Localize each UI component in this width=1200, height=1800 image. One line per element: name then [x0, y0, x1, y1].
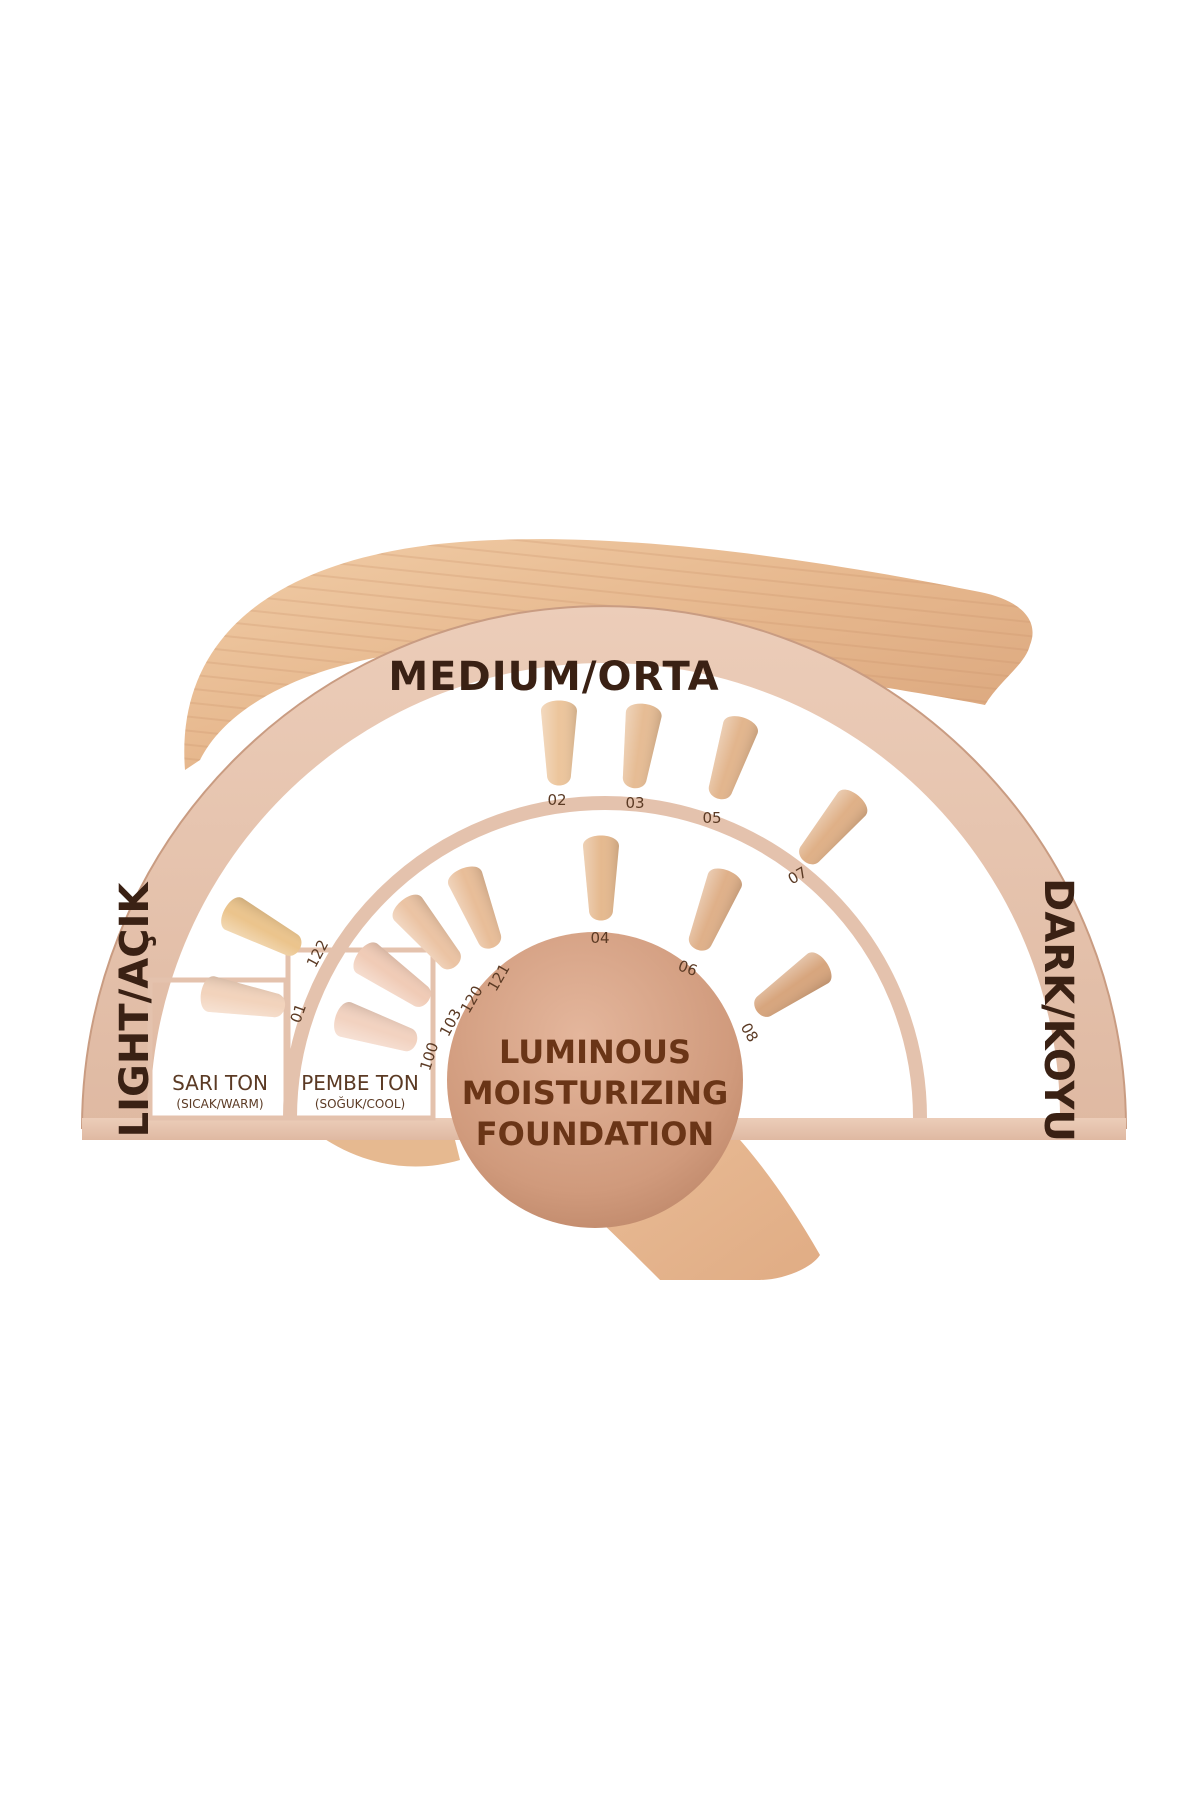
- swatch-sheen-05: [708, 716, 758, 800]
- product-disc: [447, 932, 743, 1228]
- swatch-sheen-121: [448, 866, 502, 949]
- swatch-sheen-100: [334, 1002, 418, 1052]
- shade-swatch-100: 100: [334, 1002, 442, 1073]
- product-line-3: FOUNDATION: [476, 1115, 714, 1153]
- shade-code-01: 01: [287, 1001, 310, 1025]
- product-line-2: MOISTURIZING: [462, 1074, 729, 1112]
- swatch-sheen-01: [200, 976, 286, 1018]
- swatch-sheen-120: [392, 894, 461, 970]
- shade-code-02: 02: [547, 791, 566, 809]
- inner-arc: [283, 796, 927, 1119]
- shade-swatch-103: 103: [353, 942, 465, 1040]
- swatch-sheen-122: [221, 897, 302, 956]
- swatch-sheen-02: [541, 700, 577, 786]
- shade-swatch-05: 05: [702, 716, 758, 827]
- swatch-sheen-08: [754, 952, 832, 1017]
- shade-code-04: 04: [590, 929, 609, 947]
- dark-label: DARK/KOYU: [1035, 878, 1081, 1142]
- shade-swatch-04: 04: [583, 835, 619, 947]
- shade-code-03: 03: [625, 794, 644, 812]
- cool-subtitle: (SOĞUK/COOL): [315, 1096, 405, 1111]
- shade-swatch-06: 06: [676, 868, 742, 980]
- product-line-1: LUMINOUS: [499, 1033, 691, 1071]
- swatch-sheen-06: [688, 868, 742, 951]
- warm-subtitle: (SICAK/WARM): [176, 1097, 263, 1111]
- light-label: LIGHT/AÇIK: [112, 881, 158, 1138]
- shade-swatch-08: 08: [737, 952, 832, 1045]
- foundation-swatch-top: [184, 539, 1033, 770]
- shade-swatch-03: 03: [622, 703, 662, 812]
- shade-code-05: 05: [702, 809, 721, 827]
- medium-label: MEDIUM/ORTA: [388, 654, 719, 700]
- swatch-sheen-07: [799, 789, 868, 865]
- swatch-sheen-04: [583, 835, 619, 921]
- cool-title: PEMBE TON: [301, 1071, 419, 1095]
- shade-code-06: 06: [676, 957, 700, 980]
- shade-swatch-01: 01: [200, 976, 310, 1025]
- swatch-sheen-03: [622, 703, 662, 789]
- shade-swatch-02: 02: [541, 700, 577, 809]
- warm-title: SARI TON: [172, 1071, 268, 1095]
- swatch-sheen-103: [353, 942, 431, 1007]
